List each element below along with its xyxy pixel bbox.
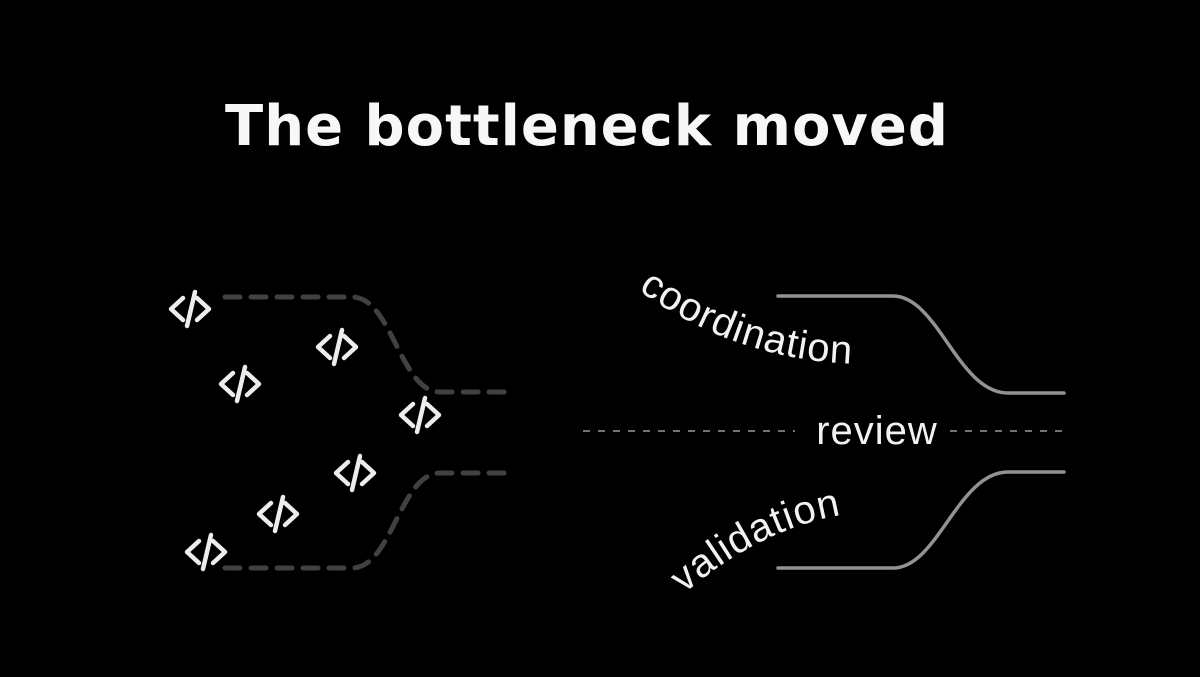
- merge-curve-top: [222, 294, 518, 395]
- merge-curve-bottom: [222, 470, 518, 571]
- bottleneck-curve-top: [776, 294, 1066, 395]
- review-label: review: [816, 409, 938, 453]
- diagram-title: The bottleneck moved: [225, 94, 949, 159]
- bottleneck-curve-bottom: [776, 470, 1066, 570]
